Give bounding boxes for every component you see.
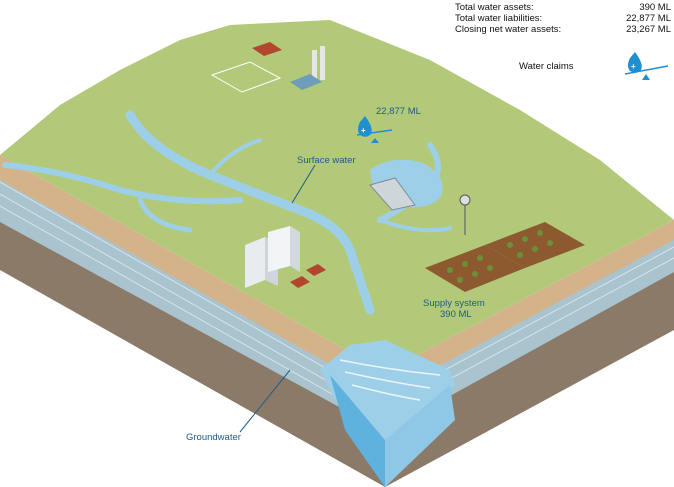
legend-water-claims-label: Water claims xyxy=(519,61,574,72)
water-claims-legend-icon: + xyxy=(625,52,668,80)
summary-value: 22,877 ML xyxy=(626,13,671,24)
water-summary-table: Total water assets: 390 ML Total water l… xyxy=(455,2,671,35)
summary-row-net: Closing net water assets: 23,267 ML xyxy=(455,24,671,35)
summary-row-assets: Total water assets: 390 ML xyxy=(455,2,671,13)
summary-row-liabilities: Total water liabilities: 22,877 ML xyxy=(455,13,671,24)
supply-value-label: 390 ML xyxy=(440,309,472,320)
surface-water-label: Surface water xyxy=(297,155,356,166)
summary-value: 23,267 ML xyxy=(626,24,671,35)
claims-value-label: 22,877 ML xyxy=(376,106,421,117)
summary-label: Total water liabilities: xyxy=(455,13,542,24)
groundwater-label: Groundwater xyxy=(186,432,241,443)
summary-label: Total water assets: xyxy=(455,2,534,13)
supply-system-label: Supply system xyxy=(423,298,485,309)
svg-text:+: + xyxy=(631,62,636,71)
summary-value: 390 ML xyxy=(639,2,671,13)
summary-label: Closing net water assets: xyxy=(455,24,561,35)
